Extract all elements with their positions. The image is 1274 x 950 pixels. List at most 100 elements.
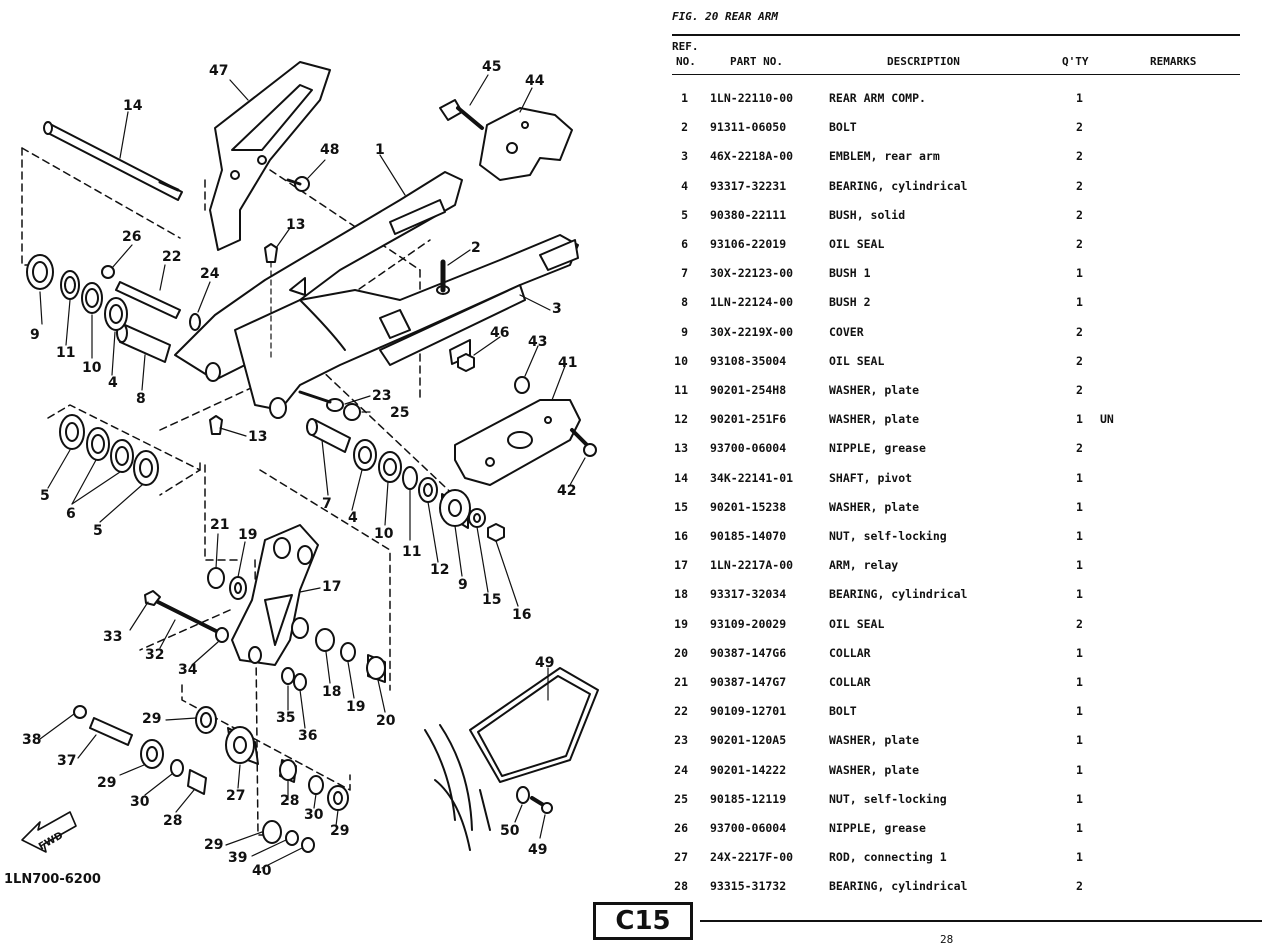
quantity-cell: 2 [1076, 178, 1083, 193]
quantity-cell: 1 [1076, 587, 1083, 602]
quantity-cell: 1 [1076, 645, 1083, 660]
callout-29-d: 29 [204, 837, 224, 853]
footer-rule [700, 920, 1262, 922]
callout-35: 36 [298, 728, 318, 744]
connecting-rod-parts [195, 706, 349, 853]
description-cell: COLLAR [829, 645, 871, 660]
description-cell: NIPPLE, grease [829, 441, 926, 456]
callout-1: 1 [375, 142, 385, 158]
callout-29-c: 29 [330, 823, 350, 839]
washer-24 [189, 313, 201, 331]
quantity-cell: 1 [1076, 529, 1083, 543]
exploded-diagram: FWD 1LN700-6200 14 47 45 44 48 1 2 3 13 … [4, 60, 599, 887]
right-relay-stack-18-19-20 [315, 628, 386, 683]
washers-34-35 [281, 667, 307, 691]
part-number-cell: 93108-35004 [710, 353, 787, 368]
description-cell: BOLT [829, 704, 857, 719]
section-badge: C15 [593, 902, 693, 940]
part-number-cell: 93106-22019 [710, 237, 787, 251]
callout-11-left: 11 [56, 345, 76, 361]
quantity-cell: 1 [1076, 733, 1083, 748]
callout-39: 40 [252, 863, 272, 879]
callout-2: 2 [471, 240, 481, 256]
callout-13-top: 13 [286, 217, 306, 233]
quantity-cell: 2 [1076, 441, 1083, 456]
quantity-cell: 1 [1076, 762, 1083, 777]
bolt-41 [570, 428, 597, 457]
description-cell: WASHER, plate [829, 383, 920, 397]
remarks-cell: UN [1100, 412, 1114, 427]
ref-cell: 25 [674, 791, 688, 806]
callout-41: 42 [557, 483, 577, 499]
description-cell: BEARING, cylindrical [829, 879, 968, 894]
callout-16: 16 [512, 607, 532, 623]
description-cell: OIL SEAL [829, 353, 885, 368]
quantity-cell: 1 [1076, 91, 1083, 105]
callout-33: 34 [178, 662, 198, 678]
header-description: DESCRIPTION [887, 55, 960, 68]
callout-26: 26 [122, 229, 142, 245]
description-cell: BUSH 2 [829, 295, 871, 310]
callout-27: 27 [226, 788, 246, 804]
part-number-cell: 90185-14070 [710, 529, 787, 543]
ref-cell: 17 [674, 558, 688, 573]
bolt-49-50 [516, 786, 553, 814]
description-cell: ARM, relay [829, 558, 899, 573]
bolt-36-37 [73, 705, 133, 746]
ref-cell: 21 [674, 675, 688, 689]
lower-left-seals [59, 414, 159, 486]
ref-cell: 7 [681, 266, 688, 281]
quantity-cell: 2 [1076, 879, 1083, 894]
description-cell: WASHER, plate [829, 412, 920, 427]
table-top-rule [672, 34, 1240, 36]
callout-21: 21 [210, 517, 230, 533]
part-number-cell: 1LN-2217A-00 [710, 558, 794, 573]
ref-cell: 5 [681, 207, 688, 222]
callout-37: 38 [22, 732, 42, 748]
table-row: 17 1LN-2217A-00 ARM, relay 1 [672, 558, 1242, 587]
callout-30-a: 30 [130, 794, 150, 810]
part-number-cell: 30X-2219X-00 [710, 324, 794, 339]
callout-7: 7 [322, 496, 332, 512]
quantity-cell: 1 [1076, 558, 1083, 573]
leader-lines [39, 74, 586, 869]
quantity-cell: 1 [1076, 295, 1083, 310]
callout-5-right: 5 [93, 523, 103, 539]
left-bearing-stack [26, 254, 128, 331]
callout-49: 49 [528, 842, 548, 858]
description-cell: ROD, connecting 1 [829, 850, 947, 865]
ref-cell: 18 [674, 587, 688, 602]
parts-list: FIG. 20 REAR ARM REF. NO. PART NO. DESCR… [672, 0, 1272, 950]
part-number-cell: 90185-12119 [710, 791, 787, 806]
callout-10-left: 10 [82, 360, 102, 376]
callout-10-right: 10 [374, 526, 394, 542]
callout-50: 50 [500, 823, 520, 839]
callout-17: 17 [322, 579, 342, 595]
ref-cell: 27 [674, 850, 688, 865]
part-number-cell: 90201-120A5 [710, 733, 787, 748]
description-cell: BUSH, solid [829, 207, 906, 222]
callout-34: 35 [276, 710, 296, 726]
quantity-cell: 1 [1076, 791, 1083, 806]
callout-12: 12 [430, 562, 450, 578]
description-cell: WASHER, plate [829, 762, 920, 777]
part-number-cell: 34K-22141-01 [710, 470, 794, 485]
ref-cell: 11 [674, 383, 688, 397]
description-cell: NUT, self-locking [829, 529, 947, 543]
part-number-cell: 24X-2217F-00 [710, 850, 794, 865]
callout-32: 33 [103, 629, 123, 645]
bolt-31-32-33 [144, 590, 229, 643]
bolt-44 [439, 99, 484, 130]
ref-cell: 13 [674, 441, 688, 456]
